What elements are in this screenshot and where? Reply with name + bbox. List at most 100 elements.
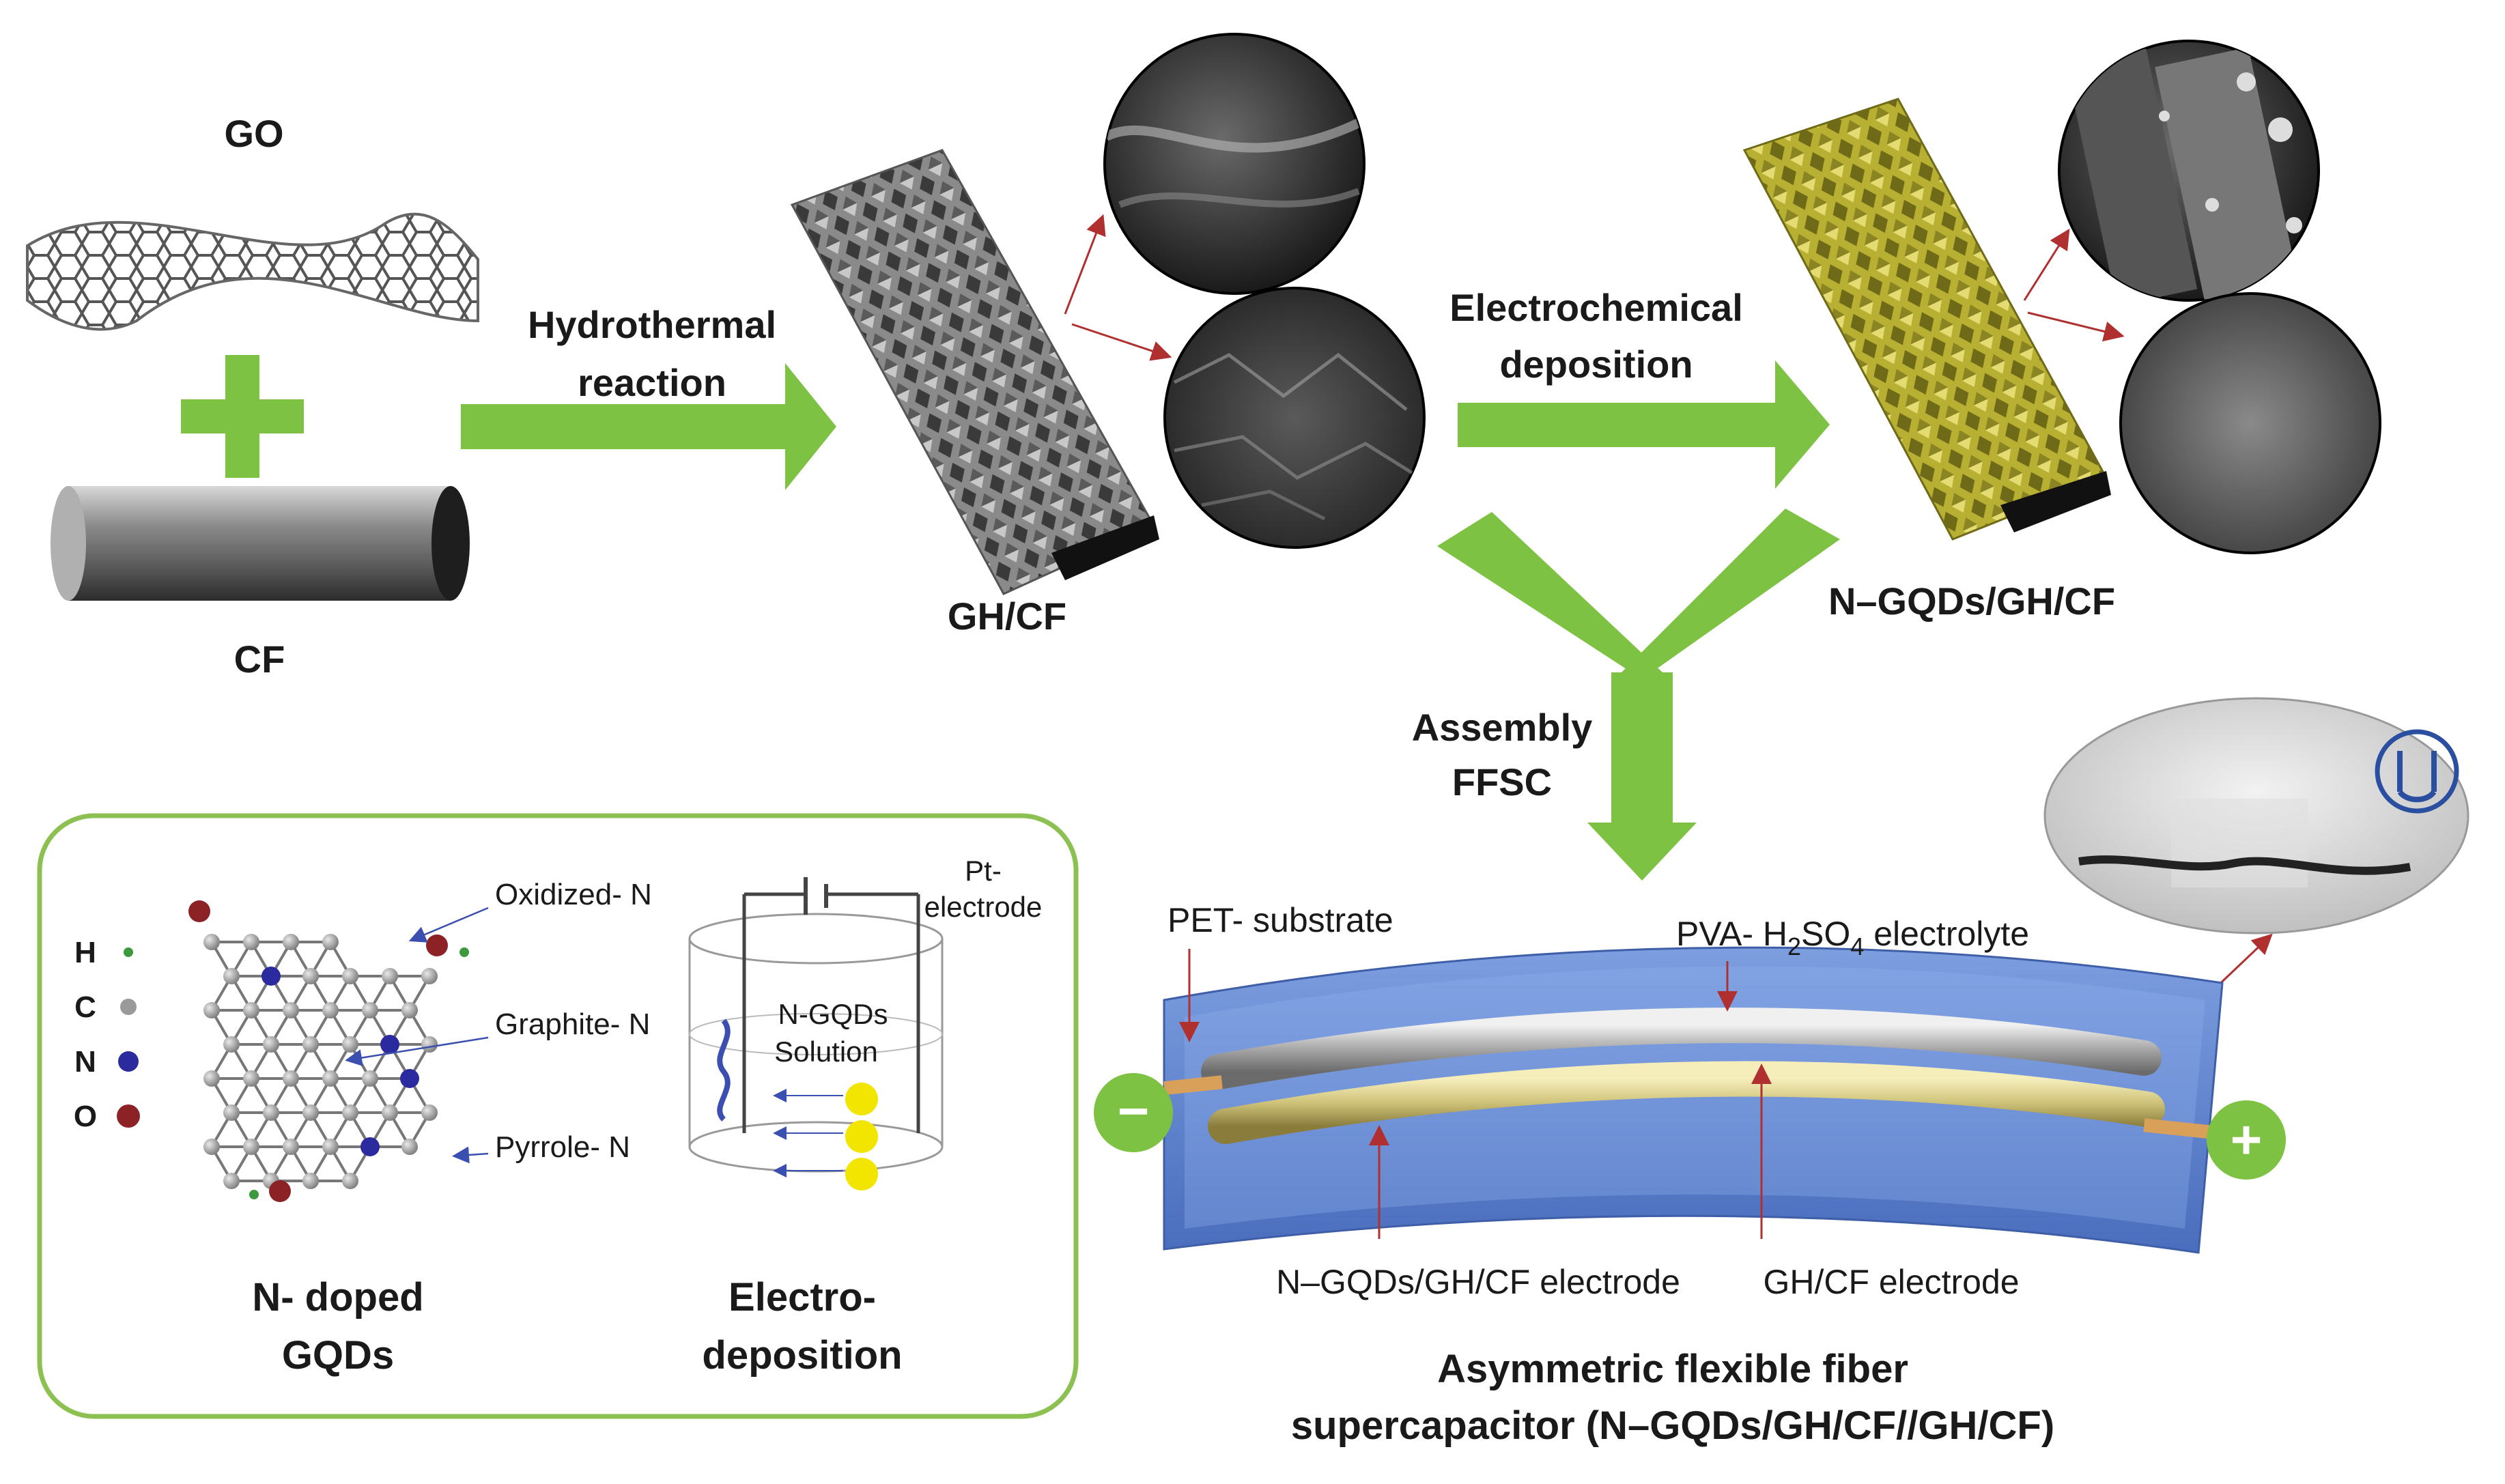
carbon-atom — [322, 1070, 339, 1087]
carbon-atom — [342, 968, 358, 984]
carbon-atom — [322, 1139, 339, 1155]
cf-label: CF — [234, 638, 285, 681]
pt-label-line2: electrode — [924, 891, 1043, 923]
gh-cf-foam-icon — [790, 149, 1159, 595]
carbon-atom — [342, 1173, 358, 1189]
carbon-atom — [283, 1139, 299, 1155]
sem-image-ghcf-surface — [1103, 33, 1365, 295]
ngqds-ghcf-foam-icon — [1742, 98, 2111, 541]
carbon-atom — [382, 1104, 398, 1121]
carbon-atom — [223, 1104, 240, 1121]
pet-substrate-label: PET- substrate — [1167, 901, 1393, 939]
carbon-atom — [362, 1002, 378, 1018]
carbon-atom — [362, 1070, 378, 1087]
oxygen-atom — [188, 900, 210, 922]
n-doped-label-line2: GQDs — [282, 1333, 394, 1378]
svg-text:+: + — [2231, 1109, 2263, 1170]
oxygen-atom — [269, 1180, 291, 1202]
ngqds-ghcf-label: N–GQDs/GH/CF — [1828, 580, 2115, 623]
assembly-label: Assembly — [1412, 706, 1593, 749]
carbon-atom — [283, 934, 299, 950]
device-photo-image — [2043, 697, 2469, 934]
carbon-atom — [203, 1002, 220, 1018]
carbon-atom — [342, 1104, 358, 1121]
negative-terminal-icon: − — [1094, 1073, 1173, 1152]
carbon-atom — [283, 1070, 299, 1087]
carbon-atom — [302, 968, 319, 984]
pt-label-line1: Pt- — [965, 855, 1002, 887]
assembly-arrow-icon — [1437, 509, 1840, 881]
deposition-label: deposition — [1499, 343, 1693, 386]
inset-panel — [37, 813, 1079, 1419]
nitrogen-atom — [400, 1069, 419, 1088]
reaction-label: reaction — [578, 361, 726, 404]
hydrogen-atom — [249, 1190, 259, 1199]
carbon-atom — [243, 1002, 259, 1018]
electrolyte-label: PVA- H2SO4 electrolyte — [1676, 915, 2029, 960]
device-title-line1: Asymmetric flexible fiber — [1437, 1347, 1908, 1391]
carbon-atom — [421, 1104, 438, 1121]
electrochemical-label: Electrochemical — [1449, 286, 1743, 329]
hydrothermal-label: Hydrothermal — [528, 303, 776, 346]
gray-fiber-electrode — [1201, 1008, 2162, 1089]
n-doped-label-line1: N- doped — [252, 1275, 423, 1319]
nitrogen-atom — [380, 1035, 399, 1054]
carbon-atom — [263, 1036, 279, 1053]
carbon-atom — [203, 934, 220, 950]
carbon-atom — [223, 1173, 240, 1189]
hydrogen-atom — [459, 947, 469, 957]
carbon-atom — [421, 968, 438, 984]
carbon-atom — [223, 968, 240, 984]
carbon-atom — [203, 1139, 220, 1155]
flexible-supercapacitor-device — [1163, 946, 2233, 1254]
hydrothermal-arrow-icon — [461, 363, 836, 490]
carbon-atom — [421, 1036, 438, 1053]
carbon-atom — [203, 1070, 220, 1087]
solution-label-line2: Solution — [774, 1036, 878, 1068]
electrochemical-arrow-icon — [1458, 360, 1830, 489]
neg-electrode-label: N–GQDs/GH/CF electrode — [1276, 1263, 1680, 1301]
carbon-atom — [401, 1139, 418, 1155]
pyrrole-n-label: Pyrrole- N — [495, 1130, 630, 1164]
solution-label-line1: N-GQDs — [778, 998, 888, 1030]
carbon-atom — [243, 934, 259, 950]
carbon-atom — [322, 934, 339, 950]
nitrogen-atom — [360, 1137, 380, 1156]
gold-fiber-electrode — [1208, 1061, 2165, 1144]
device-title-line2: supercapacitor (N–GQDs/GH/CF//GH/CF) — [1291, 1403, 2054, 1448]
carbon-atom — [302, 1173, 319, 1189]
gh-cf-label: GH/CF — [948, 595, 1066, 638]
sem-image-ngqds-section — [2119, 292, 2381, 554]
positive-terminal-icon: + — [2207, 1100, 2286, 1180]
carbon-atom — [243, 1139, 259, 1155]
carbon-atom — [302, 1104, 319, 1121]
nitrogen-atom — [261, 967, 281, 986]
oxidized-n-label: Oxidized- N — [495, 878, 652, 911]
ffsc-label: FFSC — [1452, 760, 1552, 803]
carbon-atom — [382, 968, 398, 984]
carbon-atom — [342, 1036, 358, 1053]
carbon-atom — [322, 1002, 339, 1018]
electrodeposition-cell-icon — [688, 877, 944, 1190]
plus-sign-icon — [181, 355, 304, 478]
graphite-n-label: Graphite- N — [495, 1008, 650, 1041]
svg-text:−: − — [1118, 1081, 1150, 1141]
carbon-atom — [302, 1036, 319, 1053]
atom-legend: H C N O — [74, 936, 140, 1133]
carbon-atom — [223, 1036, 240, 1053]
electro-label-line1: Electro- — [728, 1275, 876, 1319]
sem-image-ghcf-section — [1163, 287, 1426, 549]
svg-text:O: O — [74, 1100, 97, 1133]
carbon-atom — [263, 1104, 279, 1121]
sem-image-ngqds-surface — [2058, 40, 2320, 302]
carbon-atom — [243, 1070, 259, 1087]
electro-label-line2: deposition — [702, 1333, 902, 1378]
oxygen-atom — [426, 934, 448, 956]
carbon-atom — [283, 1002, 299, 1018]
pos-electrode-label: GH/CF electrode — [1763, 1263, 2019, 1301]
go-label: GO — [224, 112, 283, 155]
svg-text:H: H — [74, 936, 96, 969]
cf-cylinder-icon — [51, 486, 470, 601]
